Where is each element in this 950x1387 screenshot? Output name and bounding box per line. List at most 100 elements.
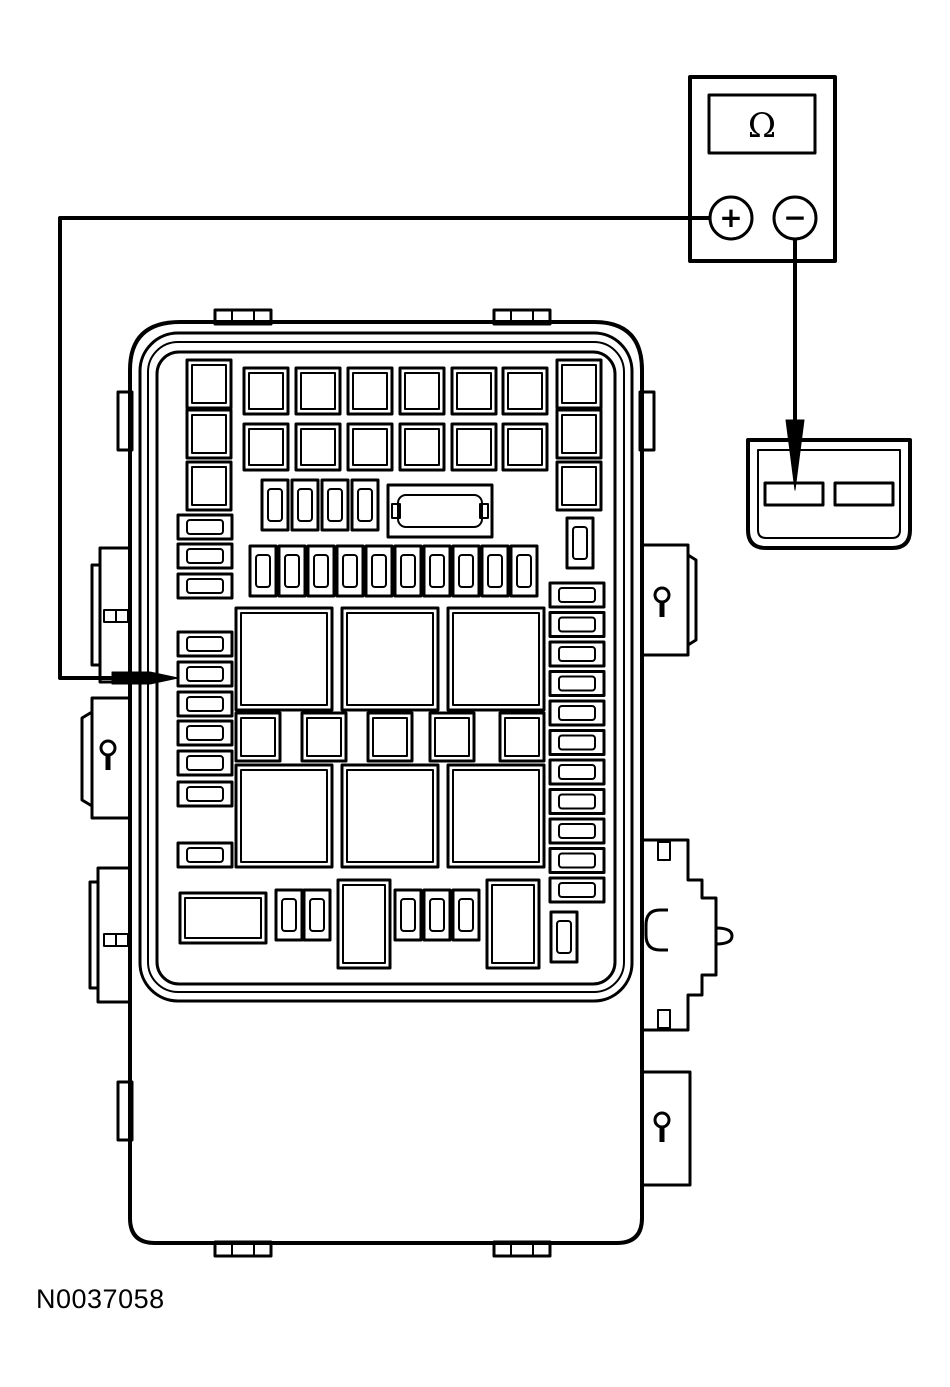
mini-fuse: [290, 478, 320, 532]
mini-fuse-element: [572, 526, 588, 560]
mini-fuse-element: [558, 823, 596, 839]
relay-inner: [248, 428, 284, 466]
mini-fuse-element: [267, 488, 283, 522]
mini-fuse-element: [458, 554, 474, 588]
mini-fuse-element: [458, 898, 474, 932]
relay: [185, 408, 233, 460]
mini-fuse: [565, 516, 595, 570]
mini-fuse-element: [558, 675, 596, 692]
relay-inner: [352, 372, 388, 410]
mini-fuse-element: [558, 793, 596, 810]
fuse-box-housing: [80, 308, 734, 1258]
mini-fuse-element: [255, 554, 271, 588]
mini-fuse-element: [186, 666, 224, 682]
relay: [498, 711, 546, 763]
mini-fuse-element: [429, 898, 445, 932]
mini-fuse: [176, 630, 234, 658]
mini-fuse-element: [357, 488, 373, 522]
mini-fuse-element: [186, 755, 224, 771]
positive-test-lead: [58, 216, 710, 680]
relay-inner: [491, 884, 535, 964]
relay-inner: [456, 372, 492, 410]
mini-fuse: [549, 910, 579, 964]
relay: [485, 878, 541, 970]
figure-id: N0037058: [36, 1284, 165, 1314]
mini-fuse: [364, 544, 394, 598]
relay: [398, 366, 446, 416]
relay: [242, 422, 290, 472]
mini-fuse-element: [558, 616, 596, 633]
negative-terminal-label: −: [783, 201, 806, 234]
relay-inner: [507, 428, 543, 466]
ohm-symbol: Ω: [748, 106, 776, 146]
mini-fuse: [306, 544, 336, 598]
mini-fuse: [274, 888, 304, 942]
relay: [428, 711, 476, 763]
relay: [346, 422, 394, 472]
relay: [234, 711, 282, 763]
relay-inner: [240, 612, 328, 706]
mini-fuse: [176, 542, 234, 570]
mini-fuse-element: [186, 548, 224, 564]
mini-fuse: [350, 478, 380, 532]
mini-fuse: [176, 690, 234, 718]
mini-fuse: [260, 478, 290, 532]
mini-fuse-element: [281, 898, 297, 932]
mini-fuse: [277, 544, 307, 598]
relay: [242, 366, 290, 416]
relay-inner: [184, 897, 262, 939]
relay-inner: [404, 428, 440, 466]
mini-fuse-element: [342, 554, 358, 588]
mini-fuse-element: [186, 519, 224, 535]
relay-inner: [352, 428, 388, 466]
mini-fuse-element: [327, 488, 343, 522]
mini-fuse-element: [309, 898, 325, 932]
mini-fuse-element: [558, 705, 596, 721]
relay-inner: [452, 612, 540, 706]
mini-fuse: [451, 544, 481, 598]
maxi-fuse: [386, 483, 494, 539]
relay-inner: [248, 372, 284, 410]
mini-fuse: [320, 478, 350, 532]
relay: [234, 763, 334, 869]
mini-fuse: [248, 544, 278, 598]
mini-fuse: [480, 544, 510, 598]
mini-fuse: [548, 758, 606, 786]
mini-fuse: [548, 817, 606, 845]
relay: [450, 366, 498, 416]
mini-fuse-element: [558, 764, 596, 780]
relay: [398, 422, 446, 472]
mini-fuse: [176, 660, 234, 688]
relay-inner: [504, 717, 540, 757]
relay: [340, 763, 440, 869]
relay-inner: [372, 717, 408, 757]
mini-fuse: [176, 841, 234, 869]
mini-fuse-element: [313, 554, 329, 588]
meter-display: [707, 93, 817, 155]
mini-fuse-element: [284, 554, 300, 588]
relay-inner: [452, 769, 540, 863]
relay: [346, 366, 394, 416]
mini-fuse-element: [186, 696, 224, 712]
relay-inner: [507, 372, 543, 410]
mini-fuse: [393, 888, 423, 942]
relay-inner: [300, 372, 336, 410]
mini-fuse: [509, 544, 539, 598]
positive-probe-tip: [111, 671, 179, 685]
mini-fuse: [335, 544, 365, 598]
maxi-fuse-body: [397, 494, 483, 528]
negative-probe-tip: [785, 419, 805, 491]
relay-inner: [404, 372, 440, 410]
mini-fuse-element: [487, 554, 503, 588]
mini-fuse-element: [400, 554, 416, 588]
mini-fuse: [422, 544, 452, 598]
mini-fuse-element: [400, 898, 416, 932]
relay: [294, 422, 342, 472]
relay: [336, 878, 392, 970]
mini-fuse: [548, 876, 606, 904]
relay-inner: [191, 466, 227, 506]
relay-inner: [240, 717, 276, 757]
fuse-panel: [176, 358, 606, 970]
mini-fuse: [176, 513, 234, 541]
relay-inner: [300, 428, 336, 466]
